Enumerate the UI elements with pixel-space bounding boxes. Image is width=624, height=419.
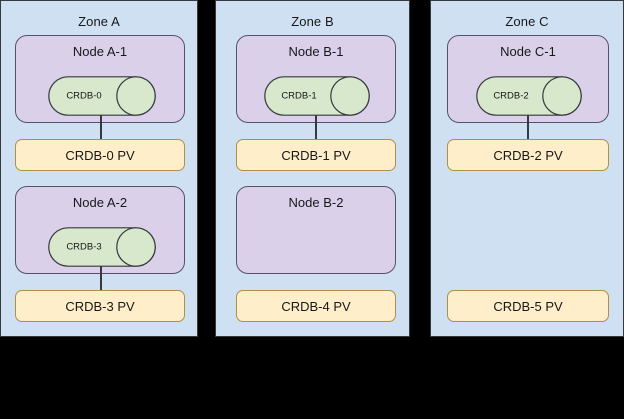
pv-crdb-1-label: CRDB-1 PV: [281, 147, 351, 163]
node-b-2[interactable]: Node B-2: [236, 186, 396, 274]
pod-crdb-2[interactable]: CRDB-2: [476, 76, 582, 116]
pv-crdb-5-label: CRDB-5 PV: [493, 298, 563, 314]
zone-b: Zone B Node B-1 CRDB-1 CRDB-1 PV Node B-…: [215, 0, 410, 337]
node-b-2-label: Node B-2: [288, 195, 344, 210]
pv-crdb-2[interactable]: CRDB-2 PV: [447, 139, 609, 171]
pod-crdb-1[interactable]: CRDB-1: [264, 76, 370, 116]
connector-crdb-3: [100, 266, 102, 290]
zone-a: Zone A Node A-1 CRDB-0 CRDB-0 PV Node A-…: [0, 0, 198, 337]
connector-crdb-0: [100, 115, 102, 139]
zone-a-title: Zone A: [78, 14, 120, 29]
node-b-1[interactable]: Node B-1 CRDB-1: [236, 35, 396, 123]
pv-crdb-4-label: CRDB-4 PV: [281, 298, 351, 314]
node-c-1-label: Node C-1: [500, 44, 556, 59]
pod-crdb-0[interactable]: CRDB-0: [48, 76, 156, 116]
node-a-1[interactable]: Node A-1 CRDB-0: [15, 35, 185, 123]
node-b-1-label: Node B-1: [288, 44, 344, 59]
zone-c: Zone C Node C-1 CRDB-2 CRDB-2 PV CRDB-5 …: [430, 0, 624, 337]
pv-crdb-2-label: CRDB-2 PV: [493, 147, 563, 163]
zone-c-title: Zone C: [505, 14, 549, 29]
node-a-2-label: Node A-2: [72, 195, 128, 210]
zone-b-title: Zone B: [291, 14, 334, 29]
node-c-1[interactable]: Node C-1 CRDB-2: [447, 35, 609, 123]
pv-crdb-1[interactable]: CRDB-1 PV: [236, 139, 396, 171]
pv-crdb-0-label: CRDB-0 PV: [65, 147, 135, 163]
pv-crdb-3[interactable]: CRDB-3 PV: [15, 290, 185, 322]
pv-crdb-4[interactable]: CRDB-4 PV: [236, 290, 396, 322]
node-a-2[interactable]: Node A-2 CRDB-3: [15, 186, 185, 274]
connector-crdb-2: [527, 115, 529, 139]
pod-crdb-3[interactable]: CRDB-3: [48, 227, 156, 267]
pv-crdb-3-label: CRDB-3 PV: [65, 298, 135, 314]
pv-crdb-5[interactable]: CRDB-5 PV: [447, 290, 609, 322]
node-a-1-label: Node A-1: [72, 44, 128, 59]
connector-crdb-1: [315, 115, 317, 139]
pv-crdb-0[interactable]: CRDB-0 PV: [15, 139, 185, 171]
